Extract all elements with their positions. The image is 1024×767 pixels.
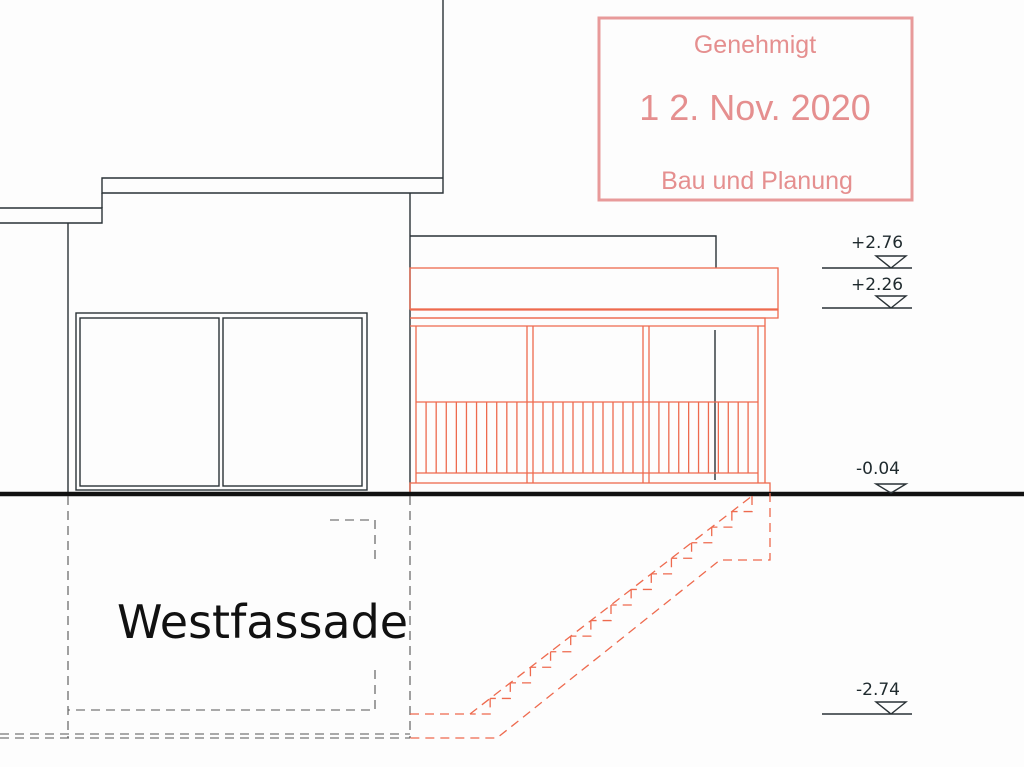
level-label: -2.74 — [856, 680, 900, 700]
level-marker: -0.04 — [856, 459, 909, 494]
basement-stair — [410, 493, 771, 739]
stamp-department: Bau und Planung — [661, 167, 853, 195]
stamp-approved: Genehmigt — [694, 31, 816, 59]
foundation-outline — [0, 496, 411, 739]
garage-door — [75, 312, 368, 491]
level-marker: +2.76 — [822, 233, 912, 269]
level-marker: +2.26 — [822, 275, 912, 309]
stamp-date: 1 2. Nov. 2020 — [639, 87, 871, 128]
existing-building — [0, 0, 717, 493]
level-label: +2.76 — [851, 233, 903, 253]
level-marker: -2.74 — [822, 680, 912, 715]
level-label: +2.26 — [851, 275, 903, 295]
canopy — [409, 267, 779, 494]
balusters — [425, 402, 749, 473]
level-label: -0.04 — [856, 459, 900, 479]
approval-stamp: Genehmigt 1 2. Nov. 2020 Bau und Planung — [597, 16, 914, 202]
drawing-title: Westfassade — [117, 595, 408, 649]
